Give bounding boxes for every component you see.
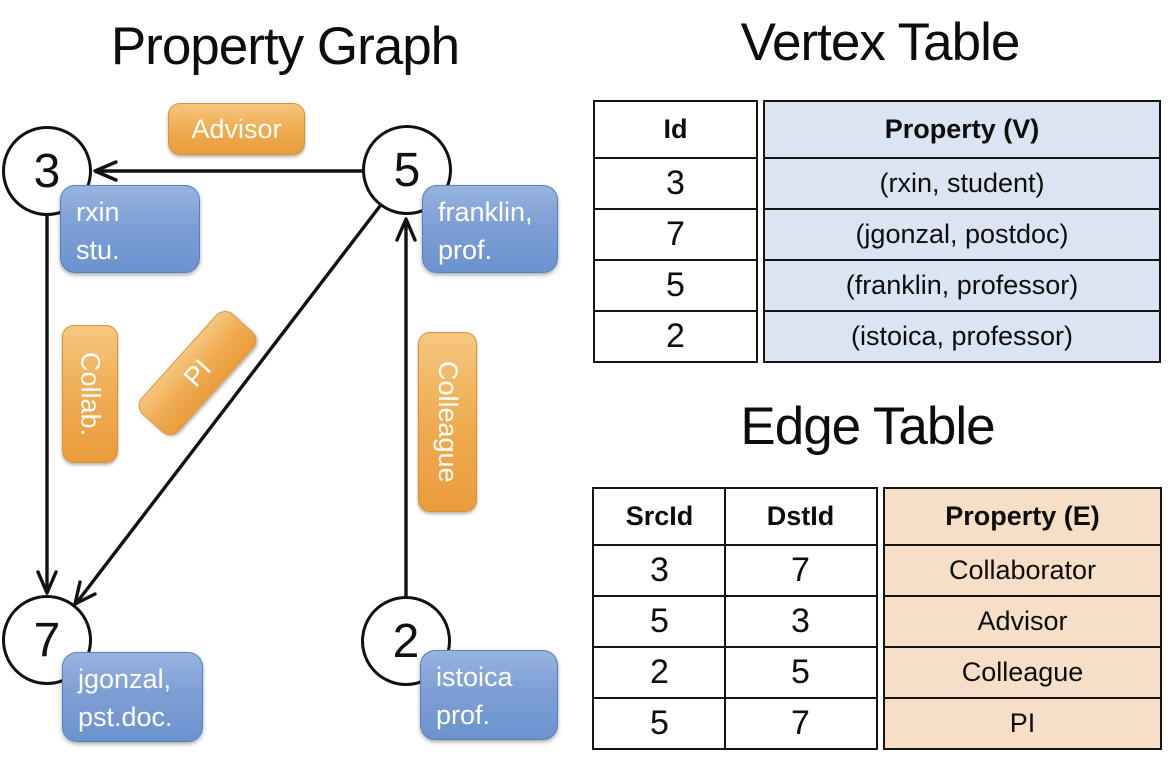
column-header-dstid: DstId xyxy=(724,489,875,544)
vertex-property-box-franklin: franklin, prof. xyxy=(422,185,558,273)
column-header-property-v: Property (V) xyxy=(884,114,1040,144)
edge-label-text: Colleague xyxy=(433,361,463,483)
table-cell: 2 xyxy=(595,310,756,361)
table-cell: 3 xyxy=(595,157,756,208)
vertex-table-id-column: Id 3 7 5 2 xyxy=(593,100,758,363)
graph-node-2: 2 xyxy=(361,596,451,686)
edge-label-colleague: Colleague xyxy=(418,332,477,512)
vertex-table: Id 3 7 5 2 Property (V) (rxin, student) … xyxy=(593,100,1161,363)
table-cell: Colleague xyxy=(885,646,1160,697)
arrowhead-up-icon xyxy=(395,217,417,242)
column-header-srcid: SrcId xyxy=(625,501,694,531)
vertex-property-line: rxin xyxy=(76,197,120,227)
table-cell: 2 xyxy=(650,653,669,691)
edge-5-to-3 xyxy=(93,160,364,182)
table-cell: 3 xyxy=(650,551,669,589)
vertex-property-box-istoica: istoica prof. xyxy=(420,650,558,740)
column-header-property-e: Property (E) xyxy=(945,501,1100,531)
edge-table: SrcId DstId 3 7 5 3 2 5 5 7 Property (E)… xyxy=(592,487,1162,750)
edge-label-text: PI xyxy=(177,353,217,393)
edge-label-collab: Collab. xyxy=(62,325,118,463)
node-label: 5 xyxy=(393,143,421,197)
table-cell: Collaborator xyxy=(885,544,1160,595)
table-cell: PI xyxy=(885,697,1160,748)
arrowhead-down-icon xyxy=(36,570,58,595)
table-cell: (rxin, student) xyxy=(765,157,1159,208)
table-cell: (jgonzal, postdoc) xyxy=(765,208,1159,259)
edge-table-id-columns: SrcId DstId 3 7 5 3 2 5 5 7 xyxy=(592,487,878,750)
edge-table-title: Edge Table xyxy=(740,397,995,456)
table-cell: 5 xyxy=(650,704,669,742)
table-cell: Advisor xyxy=(885,595,1160,646)
edge-table-property-column: Property (E) Collaborator Advisor Collea… xyxy=(883,487,1162,750)
edge-label-text: Collab. xyxy=(75,351,106,437)
table-cell: 7 xyxy=(595,208,756,259)
edge-label-text: Advisor xyxy=(191,113,282,144)
vertex-table-property-column: Property (V) (rxin, student) (jgonzal, p… xyxy=(763,100,1161,363)
table-cell: 3 xyxy=(724,597,875,646)
node-label: 2 xyxy=(392,614,420,668)
node-label: 3 xyxy=(33,144,61,198)
edge-3-to-7 xyxy=(36,214,58,595)
property-graph-title: Property Graph xyxy=(110,17,460,76)
arrowhead-left-icon xyxy=(93,160,118,182)
table-cell: 5 xyxy=(595,259,756,310)
graph-edges xyxy=(36,160,417,606)
edge-label-advisor: Advisor xyxy=(168,103,305,155)
table-cell: 7 xyxy=(724,699,875,748)
vertex-property-line: pst.doc. xyxy=(78,702,173,732)
table-cell: 7 xyxy=(724,546,875,595)
table-cell: 5 xyxy=(724,648,875,697)
vertex-property-line: franklin, xyxy=(438,197,533,227)
edge-2-to-5 xyxy=(395,217,417,598)
vertex-property-box-rxin: rxin stu. xyxy=(60,185,200,273)
vertex-table-title: Vertex Table xyxy=(740,13,1021,72)
vertex-property-box-jgonzal: jgonzal, pst.doc. xyxy=(62,652,203,742)
table-cell: 5 xyxy=(650,602,669,640)
vertex-property-line: prof. xyxy=(436,700,491,730)
table-cell: (franklin, professor) xyxy=(765,259,1159,310)
vertex-property-line: jgonzal, xyxy=(78,664,172,694)
node-label: 7 xyxy=(33,613,61,667)
vertex-property-line: prof. xyxy=(438,235,493,265)
table-cell: (istoica, professor) xyxy=(765,310,1159,361)
vertex-property-line: stu. xyxy=(76,235,120,265)
column-header-id: Id xyxy=(663,114,688,144)
vertex-property-line: istoica xyxy=(436,662,513,692)
